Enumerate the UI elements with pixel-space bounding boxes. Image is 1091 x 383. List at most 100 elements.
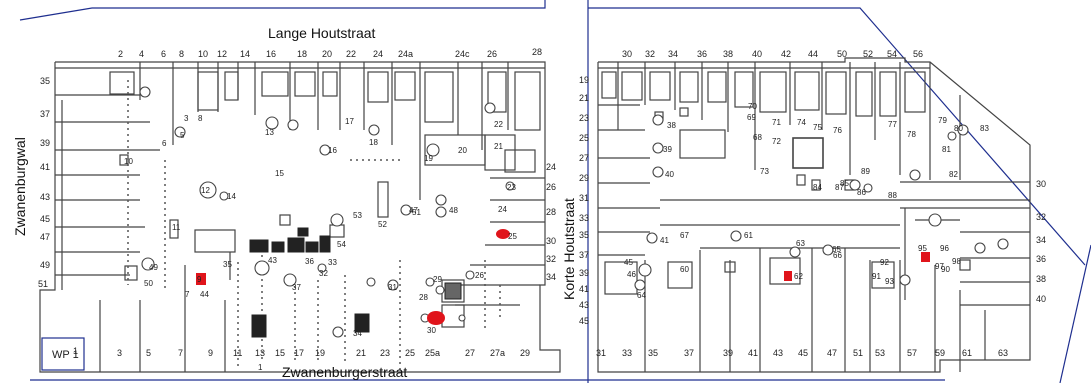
house-number: 49 (40, 260, 50, 270)
house-number: 31 (596, 348, 606, 358)
highlighted-features (196, 229, 930, 325)
feature-number: 14 (227, 192, 236, 201)
house-number: 34 (1036, 235, 1046, 245)
feature-number: 79 (938, 116, 947, 125)
feature-number: 81 (942, 145, 951, 154)
feature-number: 73 (760, 167, 769, 176)
feature-number: 21 (494, 142, 503, 151)
feature-number: 87 (835, 183, 844, 192)
house-number: 45 (40, 214, 50, 224)
feature-number: 10 (124, 157, 133, 166)
feature-number: 41 (660, 236, 669, 245)
house-number: 43 (773, 348, 783, 358)
house-number: 42 (781, 49, 791, 59)
feature-number: 25 (508, 232, 517, 241)
house-number: 33 (622, 348, 632, 358)
feature-number: 16 (328, 146, 337, 155)
feature-number: 37 (292, 283, 301, 292)
feature-number: 17 (345, 117, 354, 126)
feature-number: 6 (162, 139, 167, 148)
house-number: 40 (1036, 294, 1046, 304)
house-number: 41 (748, 348, 758, 358)
house-number: 44 (808, 49, 818, 59)
feature-number: 50 (144, 279, 153, 288)
house-number: 4 (139, 49, 144, 59)
house-number: 51 (853, 348, 863, 358)
feature-number: 28 (419, 293, 428, 302)
house-number: 39 (40, 138, 50, 148)
house-number: 17 (294, 348, 304, 358)
feature-number: 23 (507, 183, 516, 192)
house-number: 63 (998, 348, 1008, 358)
house-number: 15 (275, 348, 285, 358)
house-number: 43 (579, 300, 589, 310)
house-number: 27 (465, 348, 475, 358)
feature-number: 9 (197, 275, 202, 284)
house-number: 3 (117, 348, 122, 358)
feature-number: 31 (388, 283, 397, 292)
feature-number: 60 (680, 265, 689, 274)
house-number: 43 (40, 192, 50, 202)
house-number: 40 (752, 49, 762, 59)
feature-number: 51 (412, 208, 421, 217)
feature-number: 7 (185, 290, 190, 299)
house-number: 41 (40, 162, 50, 172)
feature-number: 15 (275, 169, 284, 178)
feature-number: 35 (223, 260, 232, 269)
house-number: 23 (579, 113, 589, 123)
house-number: 11 (233, 348, 242, 358)
house-number: 34 (668, 49, 678, 59)
house-number: 21 (579, 93, 589, 103)
house-number: 20 (322, 49, 332, 59)
house-number: 24 (546, 162, 556, 172)
feature-number: 52 (378, 220, 387, 229)
feature-number: 19 (424, 154, 433, 163)
house-number: 34 (546, 272, 556, 282)
house-number: 35 (40, 76, 50, 86)
feature-number: 85 (840, 179, 849, 188)
house-number: 45 (579, 316, 589, 326)
feature-number: 3 (184, 114, 189, 123)
house-number: 61 (962, 348, 972, 358)
house-number: 1 (73, 346, 78, 356)
left-plan (39, 61, 561, 373)
feature-number: 66 (833, 251, 842, 260)
house-number: 8 (179, 49, 184, 59)
house-number: 52 (863, 49, 873, 59)
house-number: 53 (875, 348, 885, 358)
feature-number: 12 (201, 186, 210, 195)
house-number: 38 (1036, 274, 1046, 284)
house-number: 32 (645, 49, 655, 59)
feature-number: 46 (627, 270, 636, 279)
house-number: 27 (579, 153, 589, 163)
house-number: 24c (455, 49, 470, 59)
house-number: 36 (697, 49, 707, 59)
street-zwanenburgerstraat: Zwanenburgerstraat (282, 364, 407, 380)
house-number: 24a (398, 49, 413, 59)
house-number: 10 (198, 49, 208, 59)
feature-number: 5 (180, 131, 185, 140)
house-number: 45 (798, 348, 808, 358)
frame-lines (19, 0, 1091, 383)
feature-number: 67 (680, 231, 689, 240)
house-number: 29 (579, 173, 589, 183)
feature-number: 97 (935, 262, 944, 271)
house-number: 37 (684, 348, 694, 358)
house-number: 41 (579, 284, 589, 294)
feature-number: 32 (319, 269, 328, 278)
feature-number: 13 (265, 128, 274, 137)
feature-number: 75 (813, 123, 822, 132)
house-number: 37 (40, 109, 50, 119)
house-number: 13 (255, 348, 265, 358)
feature-number: 74 (797, 118, 806, 127)
feature-number: 82 (949, 170, 958, 179)
feature-number: 1 (258, 363, 263, 372)
feature-number: 44 (200, 290, 209, 299)
house-number: 38 (723, 49, 733, 59)
house-number: 47 (40, 232, 50, 242)
house-number: 28 (532, 47, 542, 57)
pits-right (634, 114, 1009, 291)
feature-number: 30 (427, 326, 436, 335)
feature-number: 47 (409, 206, 418, 215)
